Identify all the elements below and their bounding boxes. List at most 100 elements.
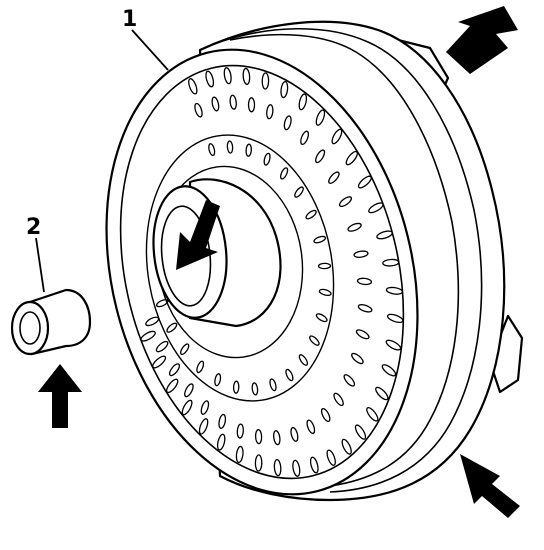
converter-slot	[194, 102, 203, 118]
converter-slot	[145, 316, 160, 327]
converter-slot	[315, 313, 328, 323]
converter-slot	[229, 94, 237, 110]
converter-band	[229, 33, 460, 487]
converter-slot	[166, 378, 179, 394]
converter-slot	[345, 150, 358, 166]
converter-slot	[269, 378, 277, 392]
converter-slot	[242, 67, 251, 86]
callout-1: 1	[122, 7, 169, 71]
converter-slot	[218, 413, 227, 429]
converter-slot	[331, 128, 343, 145]
converter-slot	[280, 81, 289, 99]
converter-slot	[155, 299, 169, 308]
converter-face-ring-outer	[119, 64, 405, 480]
callout-2: 2	[26, 215, 45, 293]
converter-band	[213, 27, 483, 493]
converter-slot	[298, 93, 308, 111]
callout-1-leader	[131, 29, 169, 71]
converter-slot	[376, 230, 393, 240]
converter-slot	[309, 456, 319, 474]
converter-slot	[245, 143, 252, 157]
converter-slot	[216, 433, 226, 451]
converter-slot	[168, 363, 181, 377]
converter-slot	[200, 400, 210, 415]
converter-slot	[283, 115, 292, 131]
converter-slot	[320, 407, 331, 423]
converter-slot	[300, 130, 310, 146]
callout-2-label: 2	[26, 215, 41, 240]
converter-slot	[261, 72, 270, 90]
converter-slot	[347, 222, 362, 232]
converter-slot	[313, 235, 327, 244]
converter-slot	[232, 380, 240, 394]
converter-slot	[309, 335, 320, 346]
converter-slot	[226, 140, 234, 154]
converter-slot	[385, 339, 402, 351]
converter-slots	[140, 67, 404, 477]
converter-slot	[333, 392, 344, 407]
converter-slot	[356, 277, 373, 286]
callout-2-leader	[35, 237, 45, 293]
converter-slot	[355, 329, 370, 340]
converter-slot	[254, 454, 263, 472]
converter-slot	[235, 445, 244, 463]
converter-slot	[357, 304, 373, 313]
converter-slot	[382, 258, 400, 267]
converter-slot	[385, 286, 403, 295]
arrow-bushing	[38, 364, 82, 428]
converter-slot	[317, 262, 332, 270]
bushing-bore	[19, 311, 41, 345]
converter-slot	[328, 171, 340, 184]
converter-slot	[343, 374, 356, 387]
converter-slot	[152, 355, 167, 369]
converter-slot	[198, 418, 209, 435]
converter-slot	[353, 250, 369, 258]
converter-slot	[375, 386, 389, 401]
converter-slot	[285, 368, 294, 382]
converter-slot	[181, 399, 193, 416]
arrow-hub	[176, 200, 220, 270]
converter-slot	[351, 352, 364, 365]
converter-slot	[318, 288, 332, 297]
converter-slot	[386, 313, 404, 324]
converter-slot	[368, 202, 384, 214]
converter-slot	[140, 330, 156, 342]
converter-slot	[341, 438, 352, 455]
converter-slot	[381, 364, 397, 377]
converter-slot	[366, 407, 379, 422]
converter-slot	[326, 449, 336, 466]
converter-slot	[166, 322, 178, 333]
converter-slot	[298, 354, 309, 366]
converter-slot	[354, 424, 367, 440]
converter-slot	[263, 152, 271, 166]
converter-slot	[184, 383, 194, 398]
converter-slot	[338, 196, 353, 208]
converter-slot	[211, 96, 220, 112]
converter-slot	[208, 143, 216, 157]
converter-slot	[188, 78, 198, 95]
converter-slot	[247, 97, 256, 113]
converter-slot	[214, 373, 222, 387]
converter-slot	[205, 70, 215, 88]
converter-slot	[292, 459, 301, 477]
torque-converter	[105, 20, 524, 502]
converter-slot	[251, 382, 259, 396]
converter-slot	[273, 458, 282, 477]
converter-slot	[180, 343, 190, 356]
converter-slot	[236, 423, 244, 439]
converter-slot	[223, 67, 232, 85]
converter-slot	[315, 149, 326, 164]
converter-slot	[266, 104, 274, 120]
converter-slot	[315, 109, 326, 126]
converter-slot	[279, 167, 289, 180]
converter-slot	[254, 428, 263, 445]
arrow-top-right	[446, 6, 518, 74]
callout-1-label: 1	[122, 7, 137, 32]
converter-slot	[290, 426, 299, 442]
converter-slot	[196, 360, 205, 374]
converter-slot	[273, 430, 281, 446]
converter-slot	[155, 340, 169, 353]
converter-face-ring-mid	[145, 134, 335, 402]
converter-slot	[294, 186, 304, 198]
